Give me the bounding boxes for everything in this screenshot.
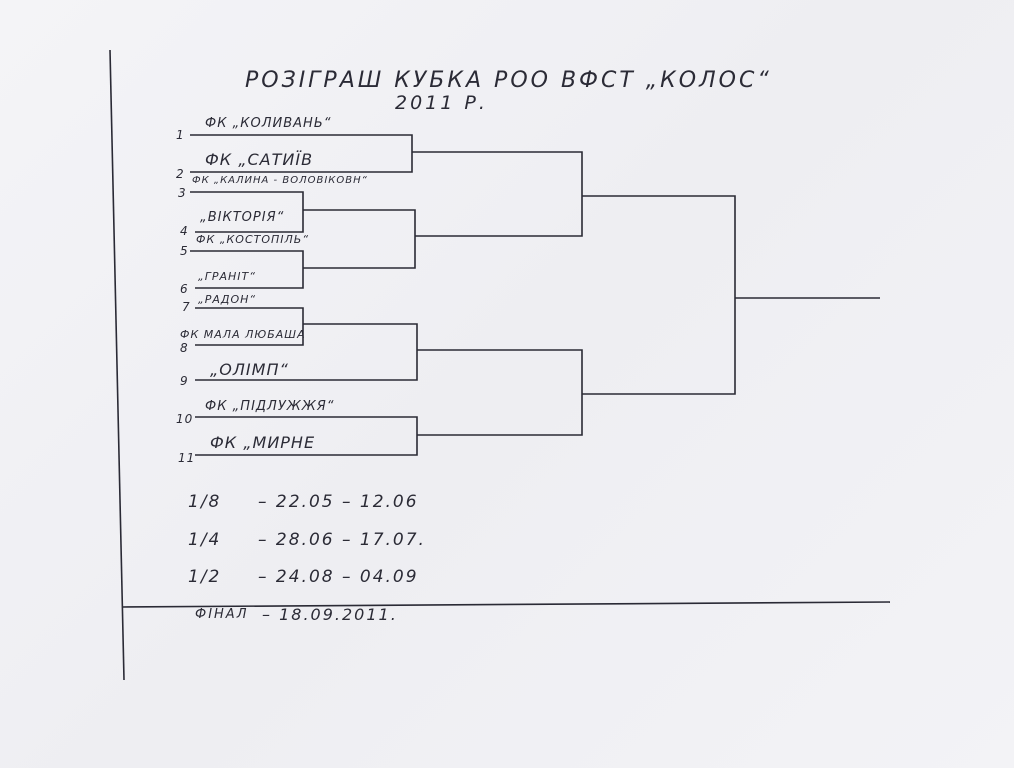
team-name: „ОЛІМП“ <box>210 360 289 379</box>
final-date: – 18.09.2011. <box>262 605 398 624</box>
sf-a <box>582 195 736 395</box>
team-num: 6 <box>180 282 189 296</box>
team-name: ФК „ПІДЛУЖЖЯ“ <box>205 399 335 414</box>
team-name: ФК МАЛА ЛЮБАША <box>180 328 306 341</box>
qf-d <box>417 349 583 436</box>
team-name: ФК „КАЛИНА - ВОЛОВІКОВН“ <box>192 175 368 186</box>
match-3-4 <box>190 191 304 233</box>
team-name: „ГРАНІТ“ <box>198 270 256 283</box>
qf-c <box>195 323 418 381</box>
divider-line <box>121 601 891 608</box>
team-num: 4 <box>180 224 189 238</box>
team-name: „ВІКТОРІЯ“ <box>200 210 285 225</box>
final-label: ФІНАЛ <box>195 607 249 622</box>
margin-line <box>109 49 125 681</box>
team-num: 11 <box>178 451 196 465</box>
title: РОЗІГРАШ КУБКА РОО ВФСТ „КОЛОС“ <box>245 68 772 93</box>
team-name: „РАДОН“ <box>198 293 257 306</box>
team-name: ФК „КОЛИВАНЬ“ <box>205 116 332 131</box>
team-num: 3 <box>178 186 187 200</box>
team-num: 8 <box>180 341 189 355</box>
qf-a <box>412 151 583 237</box>
schedule-dates: – 24.08 – 04.09 <box>258 567 419 587</box>
match-5-6 <box>190 250 304 289</box>
schedule-dates: – 22.05 – 12.06 <box>258 492 419 512</box>
qf-b <box>303 209 416 269</box>
schedule-round: 1/2 <box>188 567 222 587</box>
team-name: ФК „КОСТОПІЛЬ“ <box>196 233 310 246</box>
team-num: 10 <box>176 412 194 426</box>
match-1-2 <box>190 134 413 173</box>
team-name: ФК „САТИЇВ <box>205 150 314 169</box>
team-num: 9 <box>180 374 189 388</box>
team-num: 1 <box>176 128 185 142</box>
schedule-round: 1/8 <box>188 492 222 512</box>
year: 2011 Р. <box>395 92 488 114</box>
team-num: 2 <box>176 167 185 181</box>
schedule-round: 1/4 <box>188 530 222 550</box>
match-7-8 <box>195 307 304 346</box>
team-num: 7 <box>182 300 191 314</box>
match-10-11 <box>195 416 418 456</box>
team-name: ФК „МИРНЕ <box>210 433 316 452</box>
team-num: 5 <box>180 244 189 258</box>
schedule-dates: – 28.06 – 17.07. <box>258 530 426 550</box>
